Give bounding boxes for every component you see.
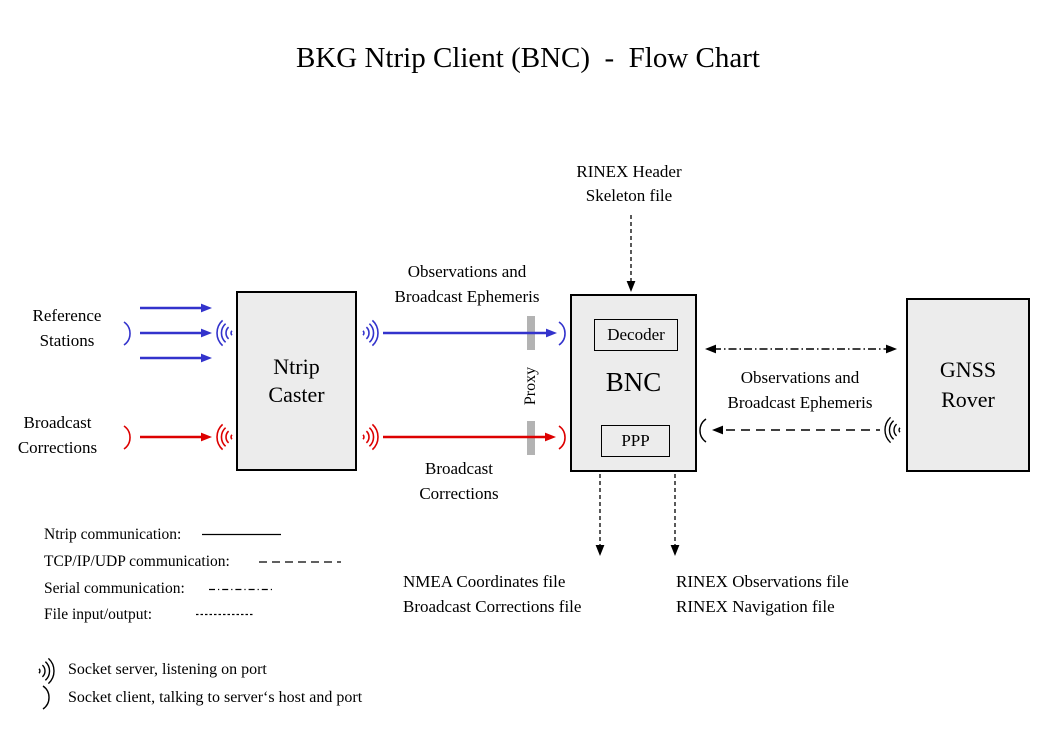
node-ppp: PPP: [601, 425, 670, 457]
legend-tcp-ip-udp-communication: TCP/IP/UDP communication:: [44, 553, 230, 570]
socket-server-icon: [362, 423, 379, 451]
broadcast-corrections-input-label: Broadcast Corrections: [17, 413, 98, 457]
legend-line-samples: [196, 533, 341, 616]
socket-server-icon: [362, 319, 379, 347]
socket-client-icon: [699, 418, 707, 443]
page-title: BKG Ntrip Client (BNC) - Flow Chart: [296, 42, 760, 74]
socket-client-icon: [123, 425, 131, 450]
legend-ntrip-communication: Ntrip communication:: [44, 526, 182, 543]
socket-server-icon: [216, 319, 233, 347]
nmea-output-files-label: NMEA Coordinates file Broadcast Correcti…: [403, 572, 582, 616]
socket-client-icon: [558, 425, 566, 450]
reference-stations-label: Reference Stations: [32, 306, 102, 350]
observations-ephemeris-top-label: Observations and Broadcast Ephemeris: [394, 262, 540, 306]
node-bnc: Decoder BNC PPP: [570, 294, 697, 472]
socket-server-icon: [884, 416, 901, 444]
socket-client-icon: [42, 685, 50, 710]
node-decoder: Decoder: [594, 319, 678, 351]
proxy-bar-top: [527, 316, 535, 350]
observations-ephemeris-right-label: Observations and Broadcast Ephemeris: [727, 368, 873, 412]
legend-socket-symbols: [38, 657, 55, 710]
proxy-bar-bottom: [527, 421, 535, 455]
node-bnc-label: BNC: [605, 367, 662, 397]
legend-socket-server-label: Socket server, listening on port: [68, 661, 267, 678]
legend-serial-communication: Serial communication:: [44, 580, 185, 597]
legend-file-input-output: File input/output:: [44, 606, 153, 623]
socket-server-icon: [38, 657, 55, 685]
legend-socket-client-label: Socket client, talking to server‘s host …: [68, 689, 363, 706]
rinex-output-files-label: RINEX Observations file RINEX Navigation…: [676, 572, 849, 616]
black-socket-symbols: [699, 416, 901, 444]
proxy-label: Proxy: [522, 366, 539, 406]
node-ntrip-caster: Ntrip Caster: [236, 291, 357, 471]
node-gnss-rover: GNSS Rover: [906, 298, 1030, 472]
rinex-header-skeleton-label: RINEX Header Skeleton file: [576, 162, 682, 205]
socket-server-icon: [216, 423, 233, 451]
socket-client-icon: [558, 321, 566, 346]
broadcast-corrections-mid-label: Broadcast Corrections: [419, 459, 499, 503]
